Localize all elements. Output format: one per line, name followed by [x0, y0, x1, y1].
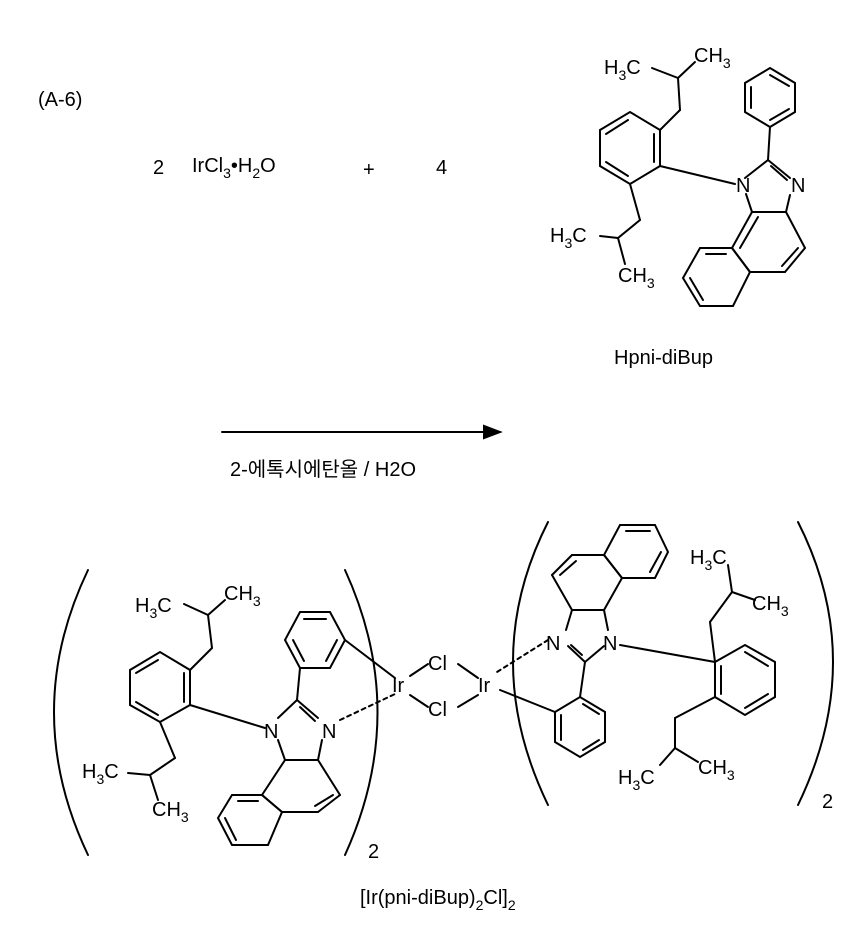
product-name: [Ir(pni-diBup)2Cl]2: [360, 888, 516, 908]
ch3-label: CH3: [618, 266, 655, 286]
h3c-label: H3C: [82, 762, 119, 782]
chloride-top-label: Cl: [428, 654, 447, 674]
ircl3-hydrate-formula: IrCl3•H2O: [192, 156, 276, 176]
h3c-label: H3C: [618, 768, 655, 788]
h3c-label: H3C: [550, 226, 587, 246]
reaction-conditions: 2-에톡시에탄올 / H2O: [230, 460, 416, 480]
right-naphthyl-ring: [604, 525, 668, 578]
ch3-label: CH3: [152, 800, 189, 820]
scheme-label: (A-6): [38, 90, 82, 110]
right-paren-open: [513, 522, 548, 805]
iridium-left-label: Ir: [392, 676, 404, 696]
ch3-label: CH3: [224, 584, 261, 604]
coefficient-4: 4: [436, 158, 447, 178]
chloride-bottom-label: Cl: [428, 700, 447, 720]
ch3-label: CH3: [752, 594, 789, 614]
n3-label: N: [322, 722, 336, 742]
coefficient-2: 2: [153, 158, 164, 178]
n3-label: N: [791, 176, 805, 196]
right-paren-close: [798, 522, 833, 805]
ch3-label: CH3: [694, 46, 731, 66]
left-naphthyl-ring: [218, 795, 282, 845]
ligand-naphthyl-ring: [683, 248, 750, 306]
right-phenyl-ring: [555, 697, 605, 757]
ligand-aryl-ring: [600, 112, 660, 184]
reaction-arrow-head: [484, 426, 500, 438]
left-paren-close: [345, 570, 378, 855]
ligand-phenyl-ring: [745, 68, 795, 127]
left-paren-open: [54, 570, 88, 855]
left-aryl-ring: [130, 652, 190, 722]
n3-label: N: [546, 634, 560, 654]
n1-label: N: [603, 634, 617, 654]
n1-label: N: [736, 176, 750, 196]
n1-label: N: [264, 722, 278, 742]
h3c-label: H3C: [135, 596, 172, 616]
ligand-name: Hpni-diBup: [614, 348, 713, 368]
right-aryl-ring: [715, 645, 775, 715]
ch3-label: CH3: [698, 758, 735, 778]
plus-sign: +: [363, 160, 375, 180]
bracket-subscript-left: 2: [368, 842, 379, 862]
h3c-label: H3C: [690, 548, 727, 568]
h3c-label: H3C: [604, 58, 641, 78]
iridium-right-label: Ir: [478, 676, 490, 696]
bracket-subscript-right: 2: [822, 792, 833, 812]
